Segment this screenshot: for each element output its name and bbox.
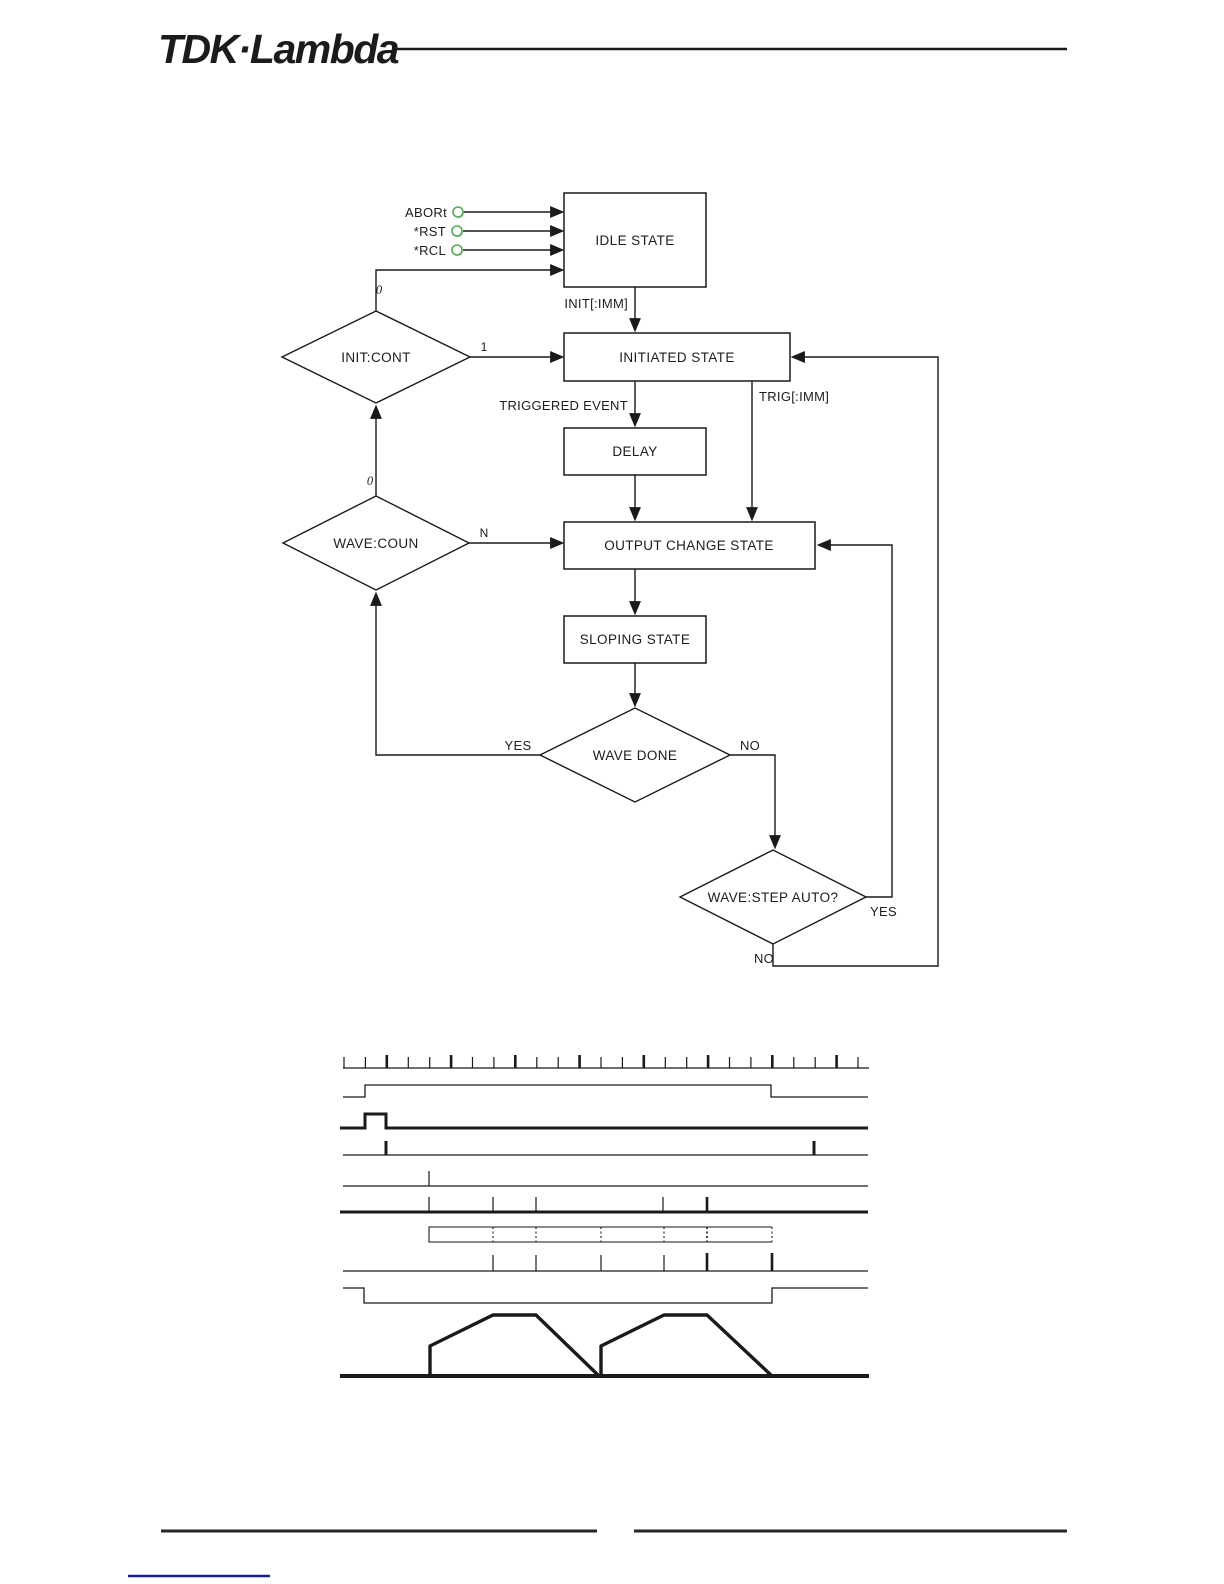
input-rst-label: *RST: [414, 224, 446, 239]
edge-wavedone-no-line: [730, 754, 781, 850]
flowchart-labels: IDLE STATE INITIATED STATE DELAY OUTPUT …: [333, 205, 897, 966]
decision-wave-coun-label: WAVE:COUN: [333, 536, 418, 551]
rst-connector-icon: [451, 225, 463, 237]
decision-diamonds: [280, 310, 868, 945]
state-output-change-label: OUTPUT CHANGE STATE: [604, 538, 774, 553]
timing-diagram: [340, 1055, 869, 1378]
timing-row-boundary-ticks: [343, 1253, 868, 1272]
state-boxes: [563, 192, 816, 664]
ruler-ticks: [343, 1055, 859, 1068]
page-footer: [128, 1529, 1067, 1578]
state-initiated-label: INITIATED STATE: [619, 350, 735, 365]
timing-row-trigger-impulses: [343, 1141, 868, 1156]
timing-row-start-pulse: [340, 1112, 868, 1130]
edge-wavedone-yes-line: [370, 591, 540, 756]
branch-one-label: 1: [481, 340, 488, 354]
wavedone-no-label: NO: [740, 738, 760, 753]
wavedone-yes-label: YES: [505, 738, 532, 753]
decision-init-cont-diamond: [280, 310, 472, 404]
input-abort-label: ABORt: [405, 205, 447, 220]
decision-wave-done-diamond: [538, 707, 732, 803]
state-sloping-box: [563, 615, 707, 664]
timing-row-step-ticks: [340, 1197, 868, 1214]
edge-initcont-0-line: [375, 264, 565, 311]
stepauto-yes-label: YES: [870, 904, 897, 919]
rcl-connector-icon: [451, 244, 463, 256]
state-idle-box: [563, 192, 707, 288]
stepauto-no-label: NO: [754, 951, 774, 966]
decision-init-cont-label: INIT:CONT: [341, 350, 411, 365]
timing-row-delay-tick: [343, 1171, 868, 1187]
edge-init-imm-label: INIT[:IMM]: [564, 296, 628, 311]
branch-zero-top-label: 0: [376, 283, 383, 297]
flowchart-connectors: [370, 206, 939, 967]
branch-n-label: N: [480, 526, 489, 540]
timing-row-segment-box: [428, 1226, 773, 1243]
decision-wave-done-label: WAVE DONE: [593, 748, 678, 763]
decision-step-auto-diamond: [678, 849, 868, 945]
scpi-input-connectors: [451, 206, 465, 257]
decision-wave-coun-diamond: [281, 495, 471, 591]
page-header: TDK·Lambda: [158, 26, 1067, 72]
state-output-change-box: [563, 521, 816, 570]
decision-step-auto-label: WAVE:STEP AUTO?: [708, 890, 839, 905]
state-delay-label: DELAY: [612, 444, 657, 459]
edge-stepauto-yes-line: [816, 539, 893, 898]
edge-stepauto-no-line: [772, 351, 939, 967]
waveform-ramp-1: [428, 1313, 601, 1378]
edge-triggered-event-label: TRIGGERED EVENT: [499, 398, 628, 413]
timing-row-init-gate: [343, 1084, 868, 1098]
waveform-ramp-2: [599, 1313, 774, 1378]
state-initiated-box: [563, 332, 791, 382]
segment-box-outline: [428, 1226, 772, 1243]
input-rcl-label: *RCL: [414, 243, 446, 258]
edge-trig-imm-label: TRIG[:IMM]: [759, 389, 829, 404]
state-delay-box: [563, 427, 707, 476]
state-sloping-label: SLOPING STATE: [580, 632, 690, 647]
timing-row-busy-low: [343, 1287, 868, 1304]
abort-connector-icon: [452, 206, 464, 218]
timing-row-output-waveform: [340, 1313, 869, 1378]
branch-zero-mid-label: 0: [367, 474, 374, 488]
brand-logo: TDK·Lambda: [158, 26, 399, 72]
state-idle-label: IDLE STATE: [595, 233, 674, 248]
